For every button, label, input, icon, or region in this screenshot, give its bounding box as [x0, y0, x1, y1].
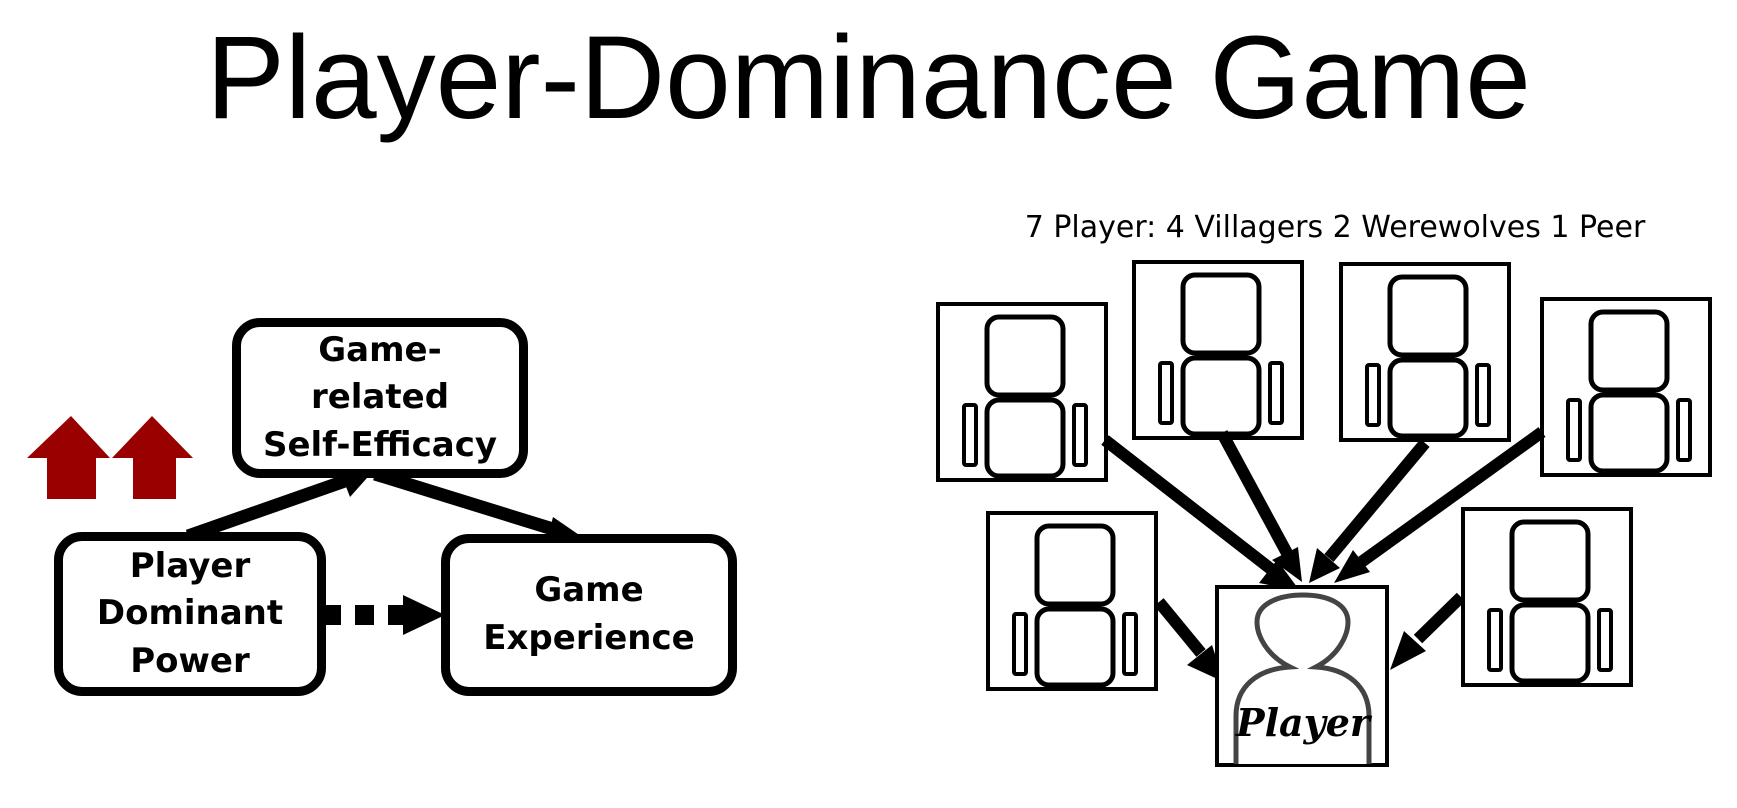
dominant-power-line-3: Power: [130, 640, 250, 681]
dominant-power-line-2: Dominant: [96, 593, 284, 634]
self-efficacy-line-1: Game-: [318, 329, 442, 370]
influence-arrows: [1101, 427, 1546, 657]
dominant-power-line-1: Player: [129, 545, 251, 586]
page-title: Player-Dominance Game: [206, 12, 1531, 144]
self-efficacy-line-2: related: [310, 377, 450, 418]
influence-arrowheads: [1187, 547, 1426, 682]
increase-arrow-1: [27, 416, 110, 499]
arrow-power-to-efficacy: [185, 468, 365, 543]
arrow-efficacy-to-experience: [373, 467, 558, 537]
game-experience-box: Game Experience: [441, 534, 737, 696]
robot-icon: [938, 304, 1106, 480]
dotted-arrow-head: [403, 595, 445, 635]
self-efficacy-line-3: Self-Efficacy: [262, 424, 498, 465]
game-experience-line-1: Game: [534, 570, 644, 611]
player-label: Player: [1236, 700, 1370, 745]
increase-arrow-2: [112, 416, 193, 499]
robot-icon: [988, 513, 1156, 689]
robot-icon: [1341, 264, 1509, 440]
game-caption: 7 Player: 4 Villagers 2 Werewolves 1 Pee…: [1024, 210, 1646, 245]
robot-icon: [1542, 299, 1710, 475]
user-icon: [1233, 592, 1372, 764]
robot-icon: [1134, 262, 1302, 438]
self-efficacy-box: Game- related Self-Efficacy: [232, 318, 528, 478]
game-experience-line-2: Experience: [483, 618, 695, 658]
robot-icon: [1463, 509, 1631, 685]
dominant-power-box: Player Dominant Power: [54, 532, 326, 696]
